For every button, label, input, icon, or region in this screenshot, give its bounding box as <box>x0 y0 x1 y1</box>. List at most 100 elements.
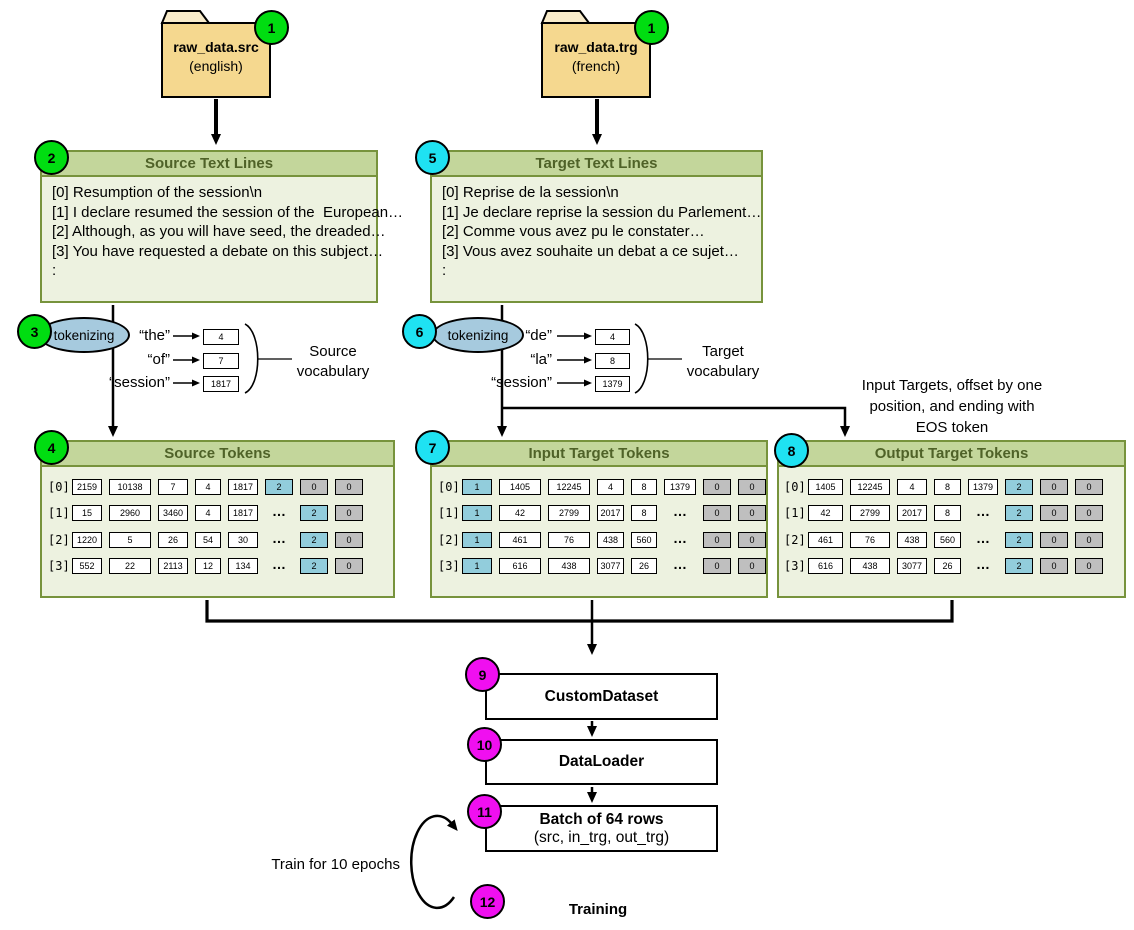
custom-dataset-label: CustomDataset <box>544 687 659 705</box>
row-label: [0] <box>48 479 70 494</box>
ellipsis: … <box>673 505 687 519</box>
data-loader-label: DataLoader <box>558 753 645 770</box>
source-text-lines-box: Source Text Lines [0] Resumption of the … <box>40 150 404 303</box>
token-cell: 8 <box>934 504 961 521</box>
vocab-word: “session” <box>491 374 552 391</box>
target-text-lines-title: Target Text Lines <box>432 152 761 177</box>
training-label: Training <box>568 901 628 918</box>
token-cell-eos: 2 <box>1005 531 1033 548</box>
token-cell: 4 <box>597 478 624 495</box>
token-cell-eos: 2 <box>265 478 293 495</box>
step-badge-12: 12 <box>470 884 505 919</box>
token-cell-pad: 0 <box>335 504 363 521</box>
row-label: [2] <box>438 532 460 547</box>
ellipsis: … <box>272 558 286 572</box>
token-cell-sos: 1 <box>462 557 492 574</box>
table-row: [1] 42 2799 2017 8 … 2 0 0 <box>784 504 1103 521</box>
token-cell: 30 <box>228 531 258 548</box>
token-cell-pad: 0 <box>1075 531 1103 548</box>
row-label: [2] <box>48 532 70 547</box>
token-cell-pad: 0 <box>1040 531 1068 548</box>
merge-connector <box>205 600 954 623</box>
token-cell: 10138 <box>109 478 151 495</box>
row-label: [3] <box>784 558 806 573</box>
table-row: [2] 461 76 438 560 … 2 0 0 <box>784 531 1103 548</box>
text-line: [1] I declare resumed the session of the… <box>52 203 404 221</box>
token-cell: 616 <box>499 557 541 574</box>
token-cell-sos: 1 <box>462 531 492 548</box>
token-cell-pad: 0 <box>335 531 363 548</box>
step-badge-1-trg: 1 <box>634 10 669 45</box>
token-cell: 1817 <box>228 478 258 495</box>
token-cell-pad: 0 <box>300 478 328 495</box>
token-cell-eos: 2 <box>300 504 328 521</box>
token-row-cells: 1220 5 26 54 30 … 2 0 <box>72 531 363 548</box>
token-cell: 560 <box>934 531 961 548</box>
token-cell: 552 <box>72 557 102 574</box>
token-cell: 4 <box>897 478 927 495</box>
batch-box: Batch of 64 rows (src, in_trg, out_trg) <box>485 805 718 852</box>
training-loop-arrow <box>409 814 458 910</box>
row-label: [1] <box>48 505 70 520</box>
token-cell: 461 <box>499 531 541 548</box>
token-cell-pad: 0 <box>1040 504 1068 521</box>
token-cell-eos: 2 <box>1005 557 1033 574</box>
token-row-cells: 2159 10138 7 4 1817 2 0 0 <box>72 478 363 495</box>
token-cell: 12245 <box>850 478 890 495</box>
token-row-cells: 1405 12245 4 8 1379 2 0 0 <box>808 478 1103 495</box>
target-vocabulary-label: Target vocabulary <box>668 342 778 381</box>
annotation-line: Input Targets, offset by one <box>861 377 1043 394</box>
vocab-line: vocabulary <box>686 362 760 380</box>
token-cell-pad: 0 <box>703 531 731 548</box>
input-target-tokens-title: Input Target Tokens <box>432 442 766 467</box>
token-cell: 8 <box>631 478 657 495</box>
row-label: [1] <box>784 505 806 520</box>
token-cell-sos: 1 <box>462 504 492 521</box>
ellipsis: … <box>976 505 990 519</box>
token-cell-pad: 0 <box>1040 478 1068 495</box>
token-cell: 2159 <box>72 478 102 495</box>
token-cell: 438 <box>597 531 624 548</box>
token-cell-eos: 2 <box>1005 504 1033 521</box>
token-cell-pad: 0 <box>703 557 731 574</box>
token-row-cells: 42 2799 2017 8 … 2 0 0 <box>808 504 1103 521</box>
token-cell-pad: 0 <box>738 478 766 495</box>
token-cell: 8 <box>631 504 657 521</box>
row-label: [0] <box>438 479 460 494</box>
token-cell: 2960 <box>109 504 151 521</box>
token-cell: 26 <box>631 557 657 574</box>
ellipsis: … <box>976 558 990 572</box>
folder-label-trg: raw_data.trg (french) <box>542 38 650 76</box>
text-line: : <box>52 262 57 279</box>
vocab-id-box: 7 <box>203 353 239 369</box>
ellipsis: … <box>976 532 990 546</box>
vocab-id-box: 1379 <box>595 376 630 392</box>
token-cell-pad: 0 <box>738 504 766 521</box>
step-badge-9: 9 <box>465 657 500 692</box>
token-cell: 438 <box>897 531 927 548</box>
token-row-cells: 1 461 76 438 560 … 0 0 <box>462 531 766 548</box>
ellipsis: … <box>272 505 286 519</box>
vocab-word: “la” <box>530 351 552 368</box>
vocab-word: “the” <box>139 327 170 344</box>
token-cell: 2799 <box>850 504 890 521</box>
row-label: [1] <box>438 505 460 520</box>
token-cell: 2017 <box>897 504 927 521</box>
table-row: [2] 1220 5 26 54 30 … 2 0 <box>48 531 363 548</box>
output-target-tokens-table: Output Target Tokens [0] 1405 12245 4 8 … <box>777 440 1126 598</box>
table-row: [1] 15 2960 3460 4 1817 … 2 0 <box>48 504 363 521</box>
token-cell: 1220 <box>72 531 102 548</box>
token-cell: 5 <box>109 531 151 548</box>
token-cell: 2113 <box>158 557 188 574</box>
vocab-line: vocabulary <box>296 362 370 380</box>
text-line: [0] Reprise de la session\n <box>442 184 619 201</box>
source-text-lines-body: [0] Resumption of the session\n [1] I de… <box>42 177 404 281</box>
token-cell: 4 <box>195 478 221 495</box>
token-cell: 3077 <box>597 557 624 574</box>
token-cell-sos: 1 <box>462 478 492 495</box>
token-cell: 4 <box>195 504 221 521</box>
text-line: [3] You have requested a debate on this … <box>52 242 384 260</box>
token-cell: 8 <box>934 478 961 495</box>
ellipsis: … <box>673 558 687 572</box>
token-cell: 12 <box>195 557 221 574</box>
